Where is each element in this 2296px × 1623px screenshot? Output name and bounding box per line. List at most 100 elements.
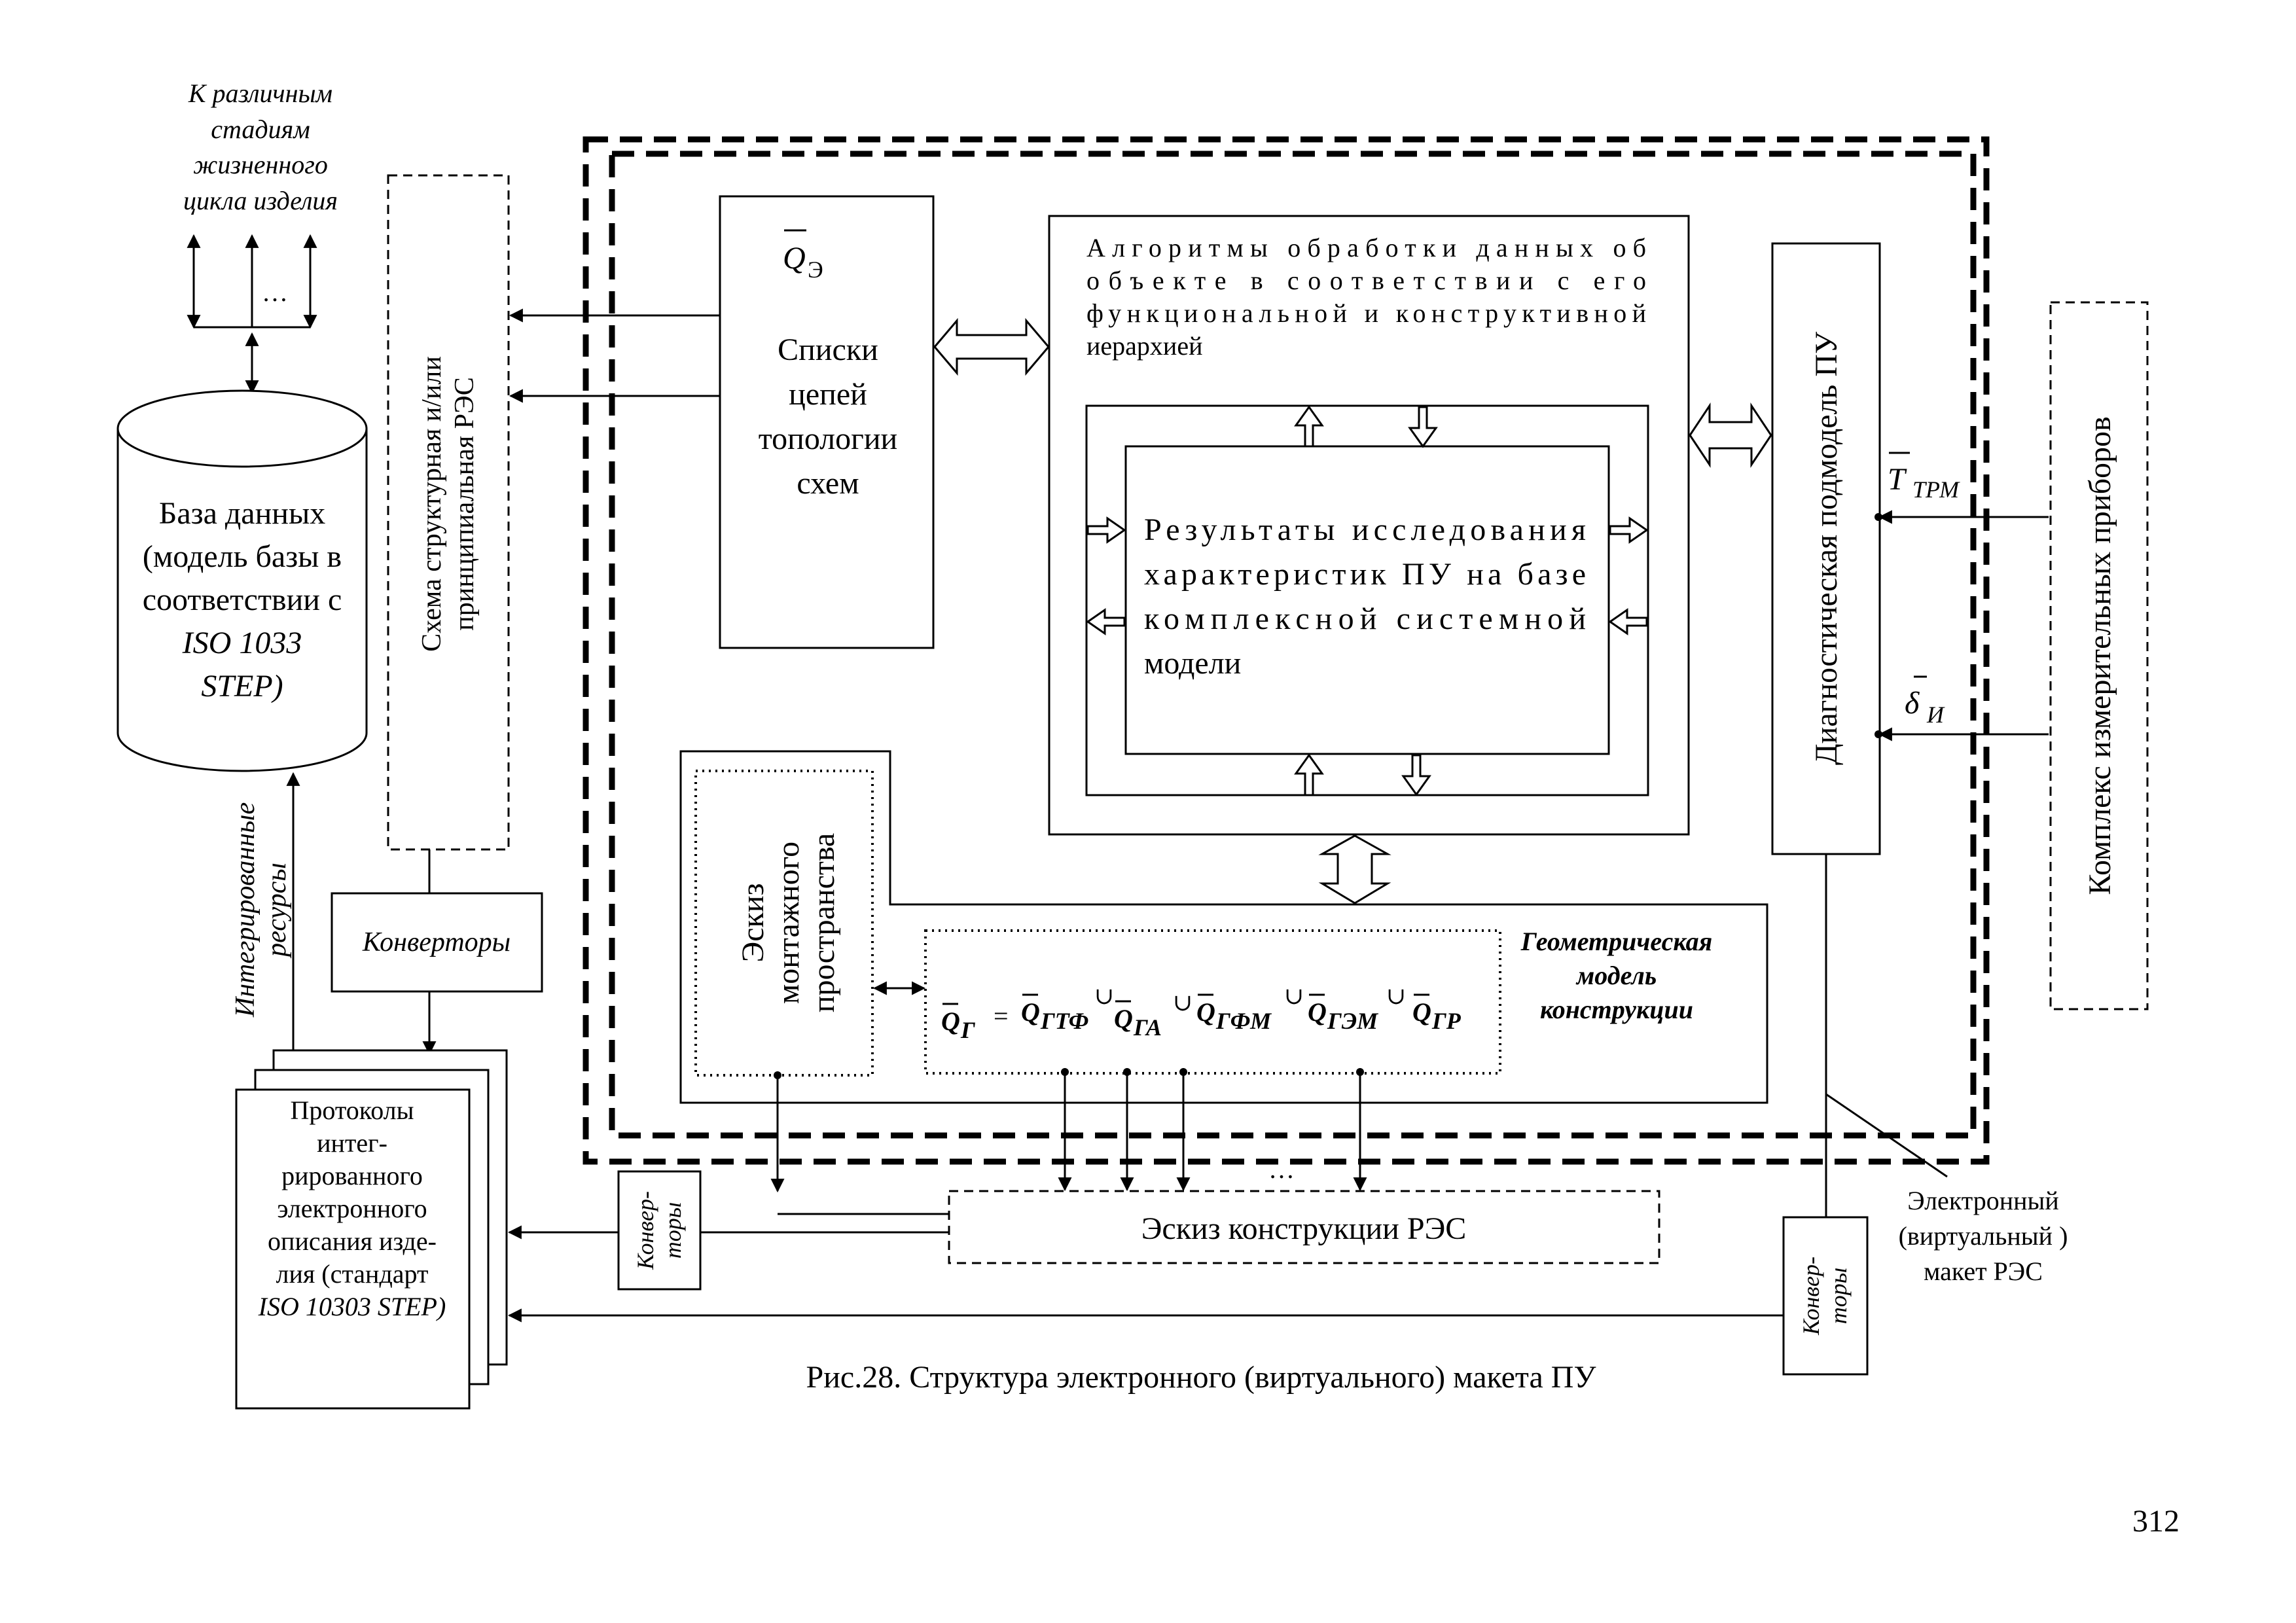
formula-union-1: ∪ — [1094, 983, 1114, 1009]
design-sketch-box — [948, 1190, 1660, 1264]
formula-union-2: ∪ — [1173, 990, 1193, 1016]
formula-term-2-letter: Q — [1114, 1004, 1133, 1033]
algorithms-line-1: Алгоритмы обработки данных об — [1086, 233, 1646, 262]
algorithms-geometric-double-arrow — [1318, 834, 1391, 904]
mockup-line-3: макет РЭС — [1924, 1257, 2043, 1286]
results-up-arrow-bottom — [1294, 753, 1324, 796]
converters-label: Конверторы — [362, 927, 511, 957]
database-body — [117, 429, 368, 772]
mockup-pointer-line — [1825, 1093, 1948, 1178]
schema-box — [387, 174, 510, 851]
design-sketch-label: Эскиз конструкции РЭС — [1141, 1211, 1467, 1246]
q-e-symbol: Q Э — [783, 229, 823, 283]
mount-sketch-box — [694, 770, 874, 1077]
lifecycle-note: К различным стадиям жизненного цикла изд… — [183, 79, 338, 215]
formula-term-1-sub: ГТФ — [1040, 1008, 1088, 1034]
q-e-sub: Э — [808, 257, 823, 283]
lifecycle-ellipsis: … — [262, 277, 288, 307]
database-line-1: База данных — [159, 496, 325, 531]
converters-left-label: Конвер- торы — [632, 1191, 686, 1270]
results-down-arrow-bottom — [1401, 754, 1431, 796]
lifecycle-note-line-1: К различным — [188, 79, 332, 108]
formula-term-3-letter: Q — [1196, 997, 1215, 1027]
lists-box — [719, 195, 935, 649]
converters-left-box — [617, 1170, 702, 1291]
protocols-line-5: описания изде- — [268, 1226, 437, 1256]
delta-i-junction — [1874, 730, 1882, 738]
converters-left-line-1: Конвер- — [632, 1191, 658, 1270]
geometric-model-line-2: модель — [1575, 961, 1657, 990]
results-line-4: модели — [1144, 646, 1241, 681]
formula-union-4: ∪ — [1386, 983, 1406, 1009]
geometric-model-box — [679, 750, 1768, 1104]
lifecycle-note-line-4: цикла изделия — [183, 186, 338, 215]
formula-eq: = — [994, 1001, 1009, 1031]
algorithms-diagnostic-double-arrow — [1689, 402, 1772, 468]
formula-term-3-sub: ГФМ — [1215, 1008, 1272, 1034]
database-line-2: (модель базы в — [143, 539, 342, 574]
lifecycle-note-line-3: жизненного — [193, 150, 328, 179]
protocols-line-7: ISO 10303 STEP) — [258, 1292, 446, 1321]
results-box — [1124, 445, 1610, 755]
integrated-resources-label: Интегрированные ресурсы — [230, 802, 292, 1018]
protocols-line-3: рированного — [281, 1161, 423, 1190]
results-left-arrow-left — [1086, 608, 1126, 635]
converters-box — [331, 892, 543, 993]
results-line-2: характеристик ПУ на базе — [1144, 557, 1586, 592]
protocols-line-1: Протоколы — [290, 1096, 414, 1125]
delta-i-sub: И — [1926, 702, 1945, 728]
database-cylinder: База данных (модель базы в соответствии … — [117, 389, 368, 772]
results-line-1: Результаты исследования — [1144, 512, 1586, 547]
lifecycle-note-line-2: стадиям — [211, 115, 310, 144]
database-line-3: соответствии с — [143, 582, 342, 617]
results-right-arrow-right — [1609, 516, 1649, 544]
t-trm-junction — [1874, 513, 1882, 521]
results-up-arrow-top — [1294, 405, 1324, 448]
page-number: 312 — [2132, 1504, 2179, 1539]
formula-term-5-sub: ГР — [1431, 1008, 1462, 1034]
results-feedback-arrows — [1086, 405, 1649, 796]
integrated-resources-line-2: ресурсы — [262, 863, 292, 959]
protocols-sheet-1 — [235, 1088, 471, 1410]
figure-caption: Рис.28. Структура электронного (виртуаль… — [806, 1360, 1596, 1395]
inner-frame — [609, 151, 1977, 1139]
protocols-stack: Протоколы интег- рированного электронног… — [235, 1049, 508, 1410]
results-down-arrow-top — [1408, 406, 1438, 448]
database-line-5: STEP) — [201, 669, 283, 704]
q-e-letter: Q — [783, 241, 806, 276]
formula-lhs-sub: Г — [960, 1017, 975, 1043]
formula-to-sketch-connectors: … — [770, 1068, 1367, 1215]
delta-i-letter: δ — [1905, 686, 1920, 721]
formula: Q Г = Q ГТФ ∪ Q ГА ∪ Q ГФМ ∪ Q ГЭМ ∪ Q Г… — [941, 983, 1462, 1043]
mount-sketch-line-2: монтажного — [771, 842, 806, 1004]
mount-sketch-line-3: пространства — [806, 833, 841, 1012]
integrated-resources-line-1: Интегрированные — [230, 802, 260, 1018]
converters-right-label: Конвер- торы — [1798, 1257, 1852, 1336]
lists-line-2: цепей — [789, 377, 867, 412]
algorithms-line-3: функциональной и конструктивной — [1086, 298, 1646, 328]
results-line-3: комплексной системной — [1144, 601, 1586, 636]
t-trm-letter: T — [1888, 462, 1907, 497]
protocols-line-2: интег- — [317, 1128, 387, 1158]
converters-left-line-2: торы — [660, 1202, 686, 1258]
lists-algorithms-double-arrow — [933, 317, 1050, 376]
formula-union-3: ∪ — [1284, 983, 1304, 1009]
formula-box — [924, 929, 1501, 1075]
geometric-model-line-1: Геометрическая — [1520, 927, 1713, 956]
results-left-arrow-right — [1608, 608, 1648, 635]
algorithms-line-4: иерархией — [1086, 331, 1202, 361]
converters-right-line-1: Конвер- — [1798, 1257, 1824, 1336]
outer-frame — [583, 136, 1990, 1165]
schema-label-line-1: Схема структурная и/или — [417, 356, 447, 652]
formula-term-4-letter: Q — [1308, 997, 1327, 1027]
database-line-4: ISO 1033 — [182, 626, 302, 660]
formula-term-4-sub: ГЭМ — [1327, 1008, 1379, 1034]
results-right-arrow-left — [1086, 516, 1126, 544]
lifecycle-arrows: … — [187, 234, 317, 395]
lists-line-4: схем — [797, 466, 859, 501]
mount-sketch-line-1: Эскиз — [736, 883, 770, 963]
schema-label: Схема структурная и/или принципиальная Р… — [417, 356, 480, 652]
delta-i-symbol: δ И — [1905, 675, 1945, 728]
lists-line-1: Списки — [778, 332, 878, 367]
protocols-line-4: электронного — [277, 1194, 427, 1223]
